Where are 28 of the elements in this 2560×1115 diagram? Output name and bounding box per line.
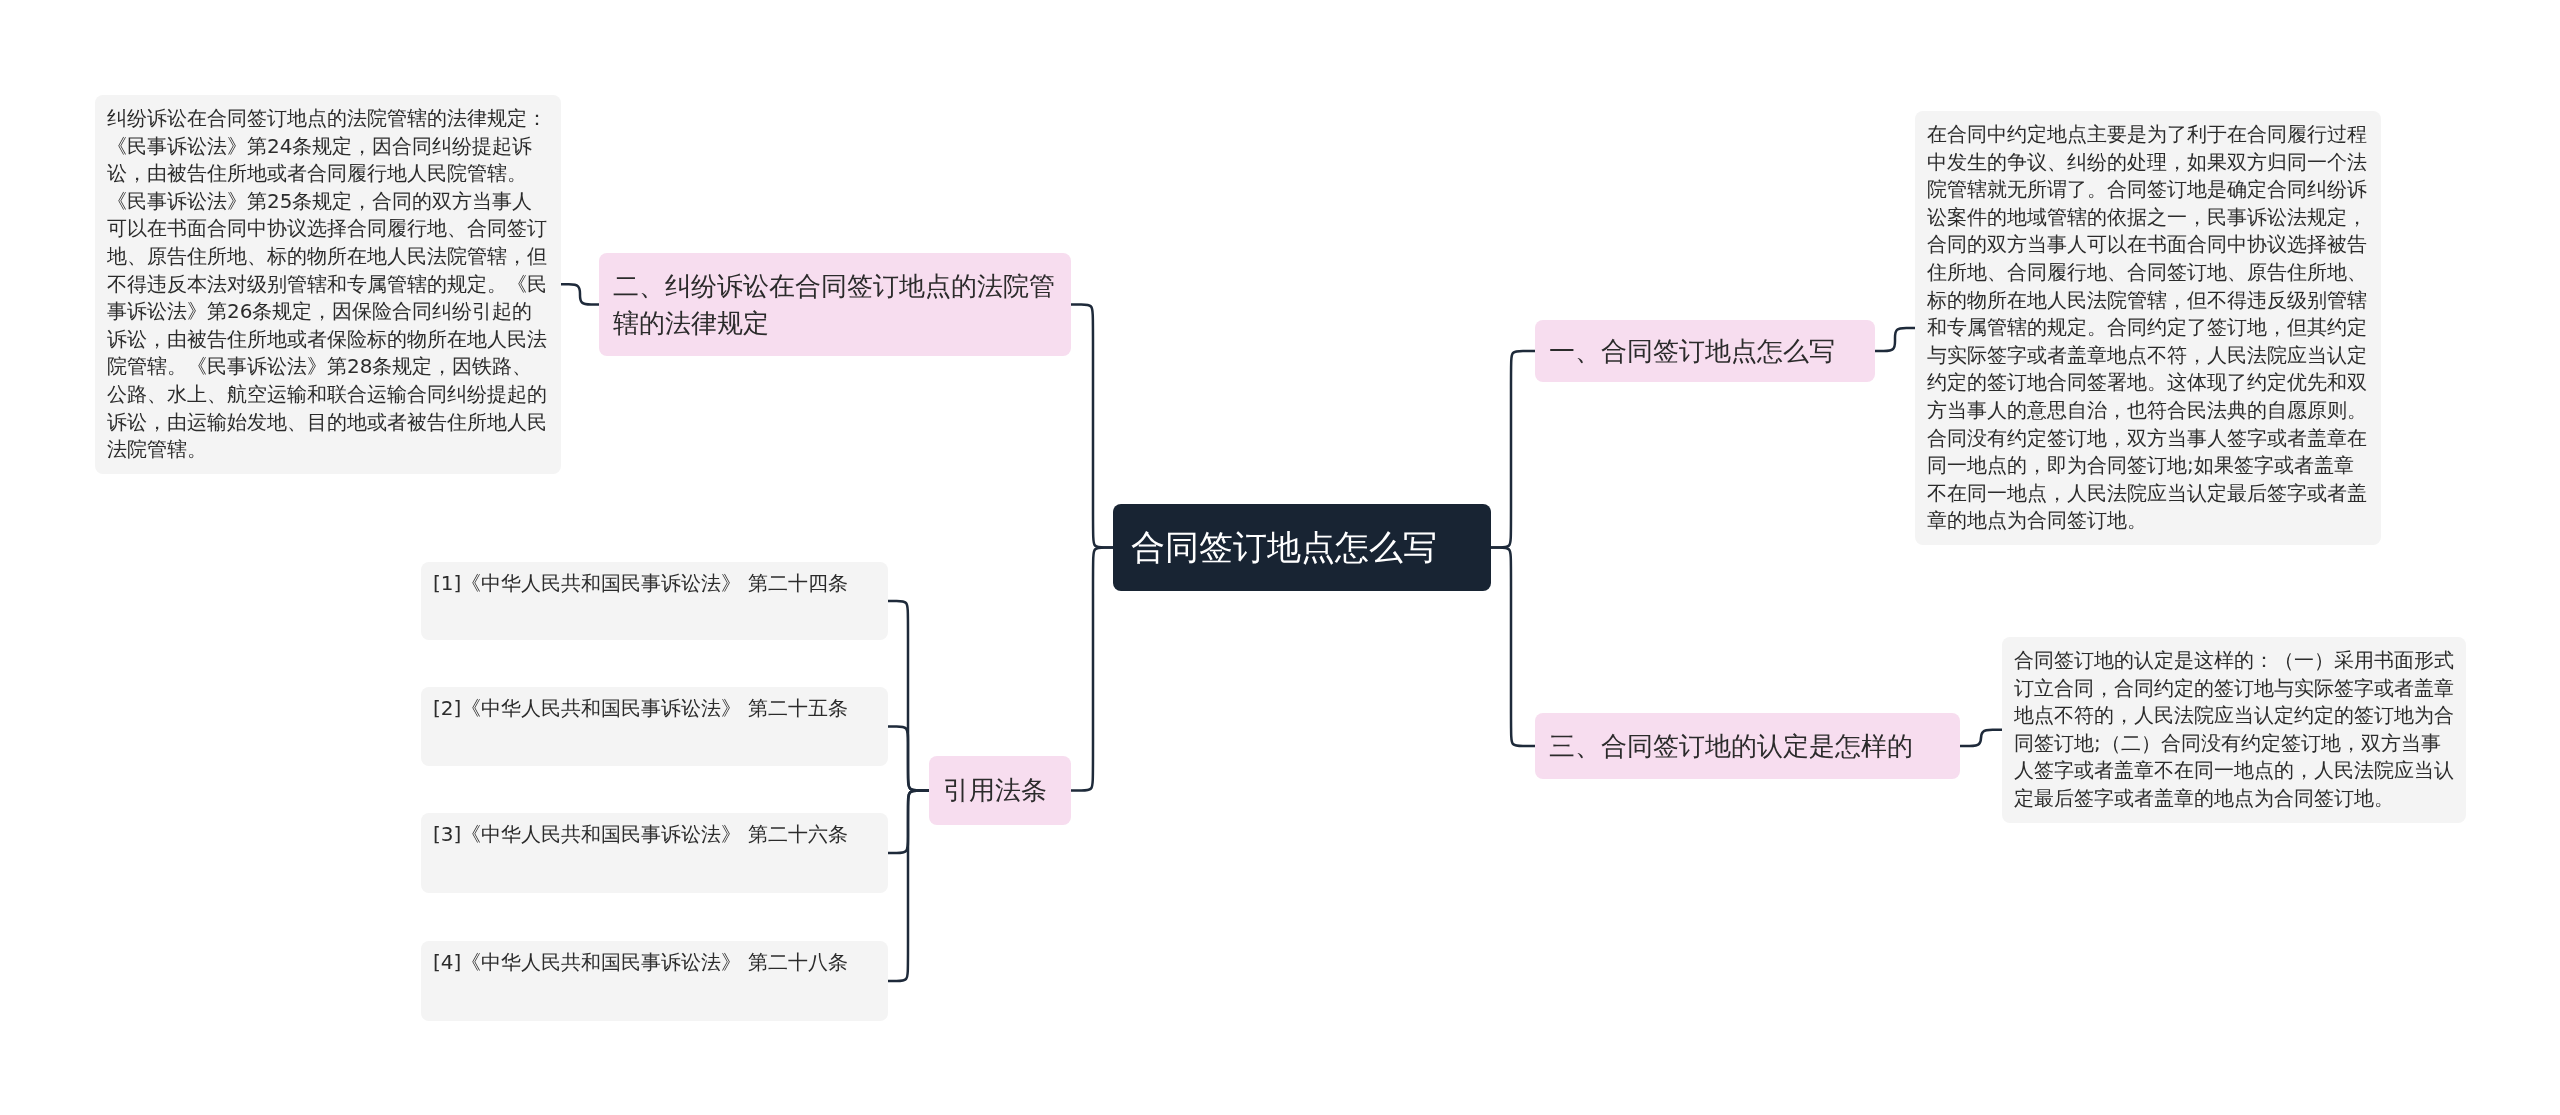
note-text: 在合同中约定地点主要是为了利于在合同履行过程中发生的争议、纠纷的处理，如果双方归同一个法院管辖就无所谓了。合同签订地是确定合同纠纷诉讼案件的地域管辖的依据之一，民事诉讼法规定，合同的双方当事人可以在书面合同中协议选择被告住所地、合同履行地、合同签订地、原告住所地、标的物所在地人民法院管辖，但不得违反级别管辖和专属管辖的规定。合同约定了签订地，但其约定与实际签字或者盖章地点不符，人民法院应当认定约定的签订地合同签署地。这体现了约定优先和双方当事人的意思自治，也符合民法典的自愿原则。合同没有约定签订地，双方当事人签字或者盖章在同一地点的，即为合同签订地;如果签字或者盖章不在同一地点，人民法院应当认定最后签字或者盖章的地点为合同签订地。 bbox=[1927, 121, 2368, 535]
reference-text: [1]《中华人民共和国民事诉讼法》 第二十四条 bbox=[433, 570, 849, 597]
topic-text: 一、合同签订地点怎么写 bbox=[1549, 334, 1835, 368]
connector-line bbox=[1960, 728, 2002, 748]
topic-box bbox=[1535, 713, 1960, 779]
connector-line bbox=[560, 283, 600, 306]
reference-box bbox=[421, 562, 888, 640]
topic-box bbox=[929, 756, 1071, 825]
central-topic-box bbox=[1113, 504, 1491, 591]
topic-text: 二、纠纷诉讼在合同签订地点的法院管辖的法律规定 bbox=[613, 270, 1056, 340]
connector-line bbox=[1491, 546, 1535, 748]
connector-line bbox=[1875, 326, 1915, 353]
note-text: 纠纷诉讼在合同签订地点的法院管辖的法律规定：《民事诉讼法》第24条规定，因合同纠纷提起诉讼，由被告住所地或者合同履行地人民院管辖。《民事诉讼法》第25条规定，合同的双方当事人可以在书面合同中协议选择合同履行地、合同签订地、原告住所地、标的物所在地人民法院管辖，但不得违反本法对级别管辖和专属管辖的规定。《民事诉讼法》第26条规定，因保险合同纠纷引起的诉讼，由被告住所地或者保险标的物所在地人民法院管辖。《民事诉讼法》第28条规定，因铁路、公路、水上、航空运输和联合运输合同纠纷提起的诉讼，由运输始发地、目的地或者被告住所地人民法院管辖。 bbox=[107, 105, 548, 464]
topic-text: 合同签订地点怎么写 bbox=[1131, 525, 1437, 569]
note-box bbox=[2002, 637, 2466, 823]
connector-line bbox=[1071, 546, 1113, 792]
reference-text: [2]《中华人民共和国民事诉讼法》 第二十五条 bbox=[433, 695, 849, 722]
topic-box bbox=[1535, 320, 1875, 382]
topic-text: 三、合同签订地的认定是怎样的 bbox=[1549, 729, 1913, 763]
connector-line bbox=[888, 789, 929, 983]
reference-box bbox=[421, 813, 888, 893]
reference-text: [4]《中华人民共和国民事诉讼法》 第二十八条 bbox=[433, 949, 849, 976]
topic-text: 引用法条 bbox=[943, 774, 1047, 808]
reference-box bbox=[421, 941, 888, 1021]
reference-text: [3]《中华人民共和国民事诉讼法》 第二十六条 bbox=[433, 821, 849, 848]
reference-box bbox=[421, 687, 888, 766]
topic-box bbox=[599, 253, 1071, 356]
note-text: 合同签订地的认定是这样的：（一）采用书面形式订立合同，合同约定的签订地与实际签字或者盖章地点不符的，人民法院应当认定约定的签订地为合同签订地;（二）合同没有约定签订地，双方当事人签字或者盖章不在同一地点的，人民法院应当认定最后签字或者盖章的地点为合同签订地。 bbox=[2014, 647, 2454, 812]
